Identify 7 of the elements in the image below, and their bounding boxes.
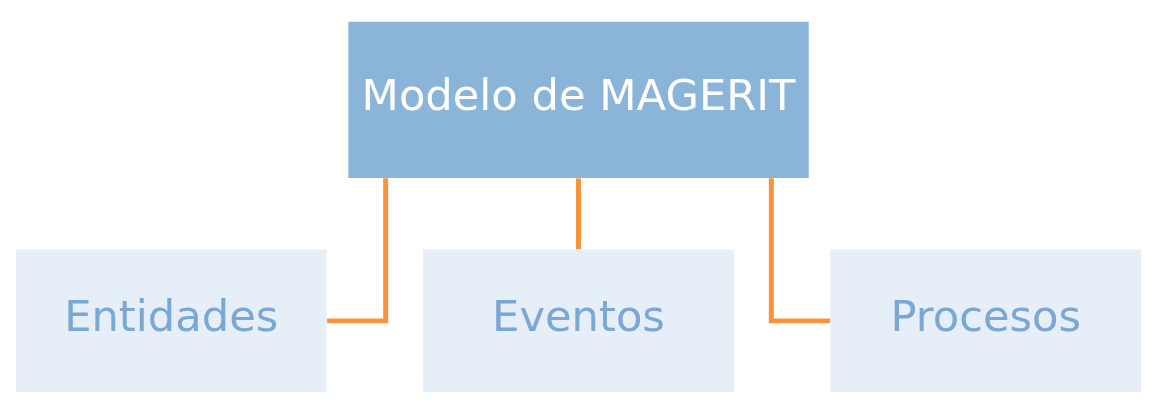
connector (768, 178, 830, 324)
node-box: Procesos (830, 249, 1142, 393)
node-box: Eventos (423, 249, 734, 393)
connector (576, 178, 581, 250)
node-box: Entidades (15, 249, 327, 393)
connector (327, 178, 389, 324)
node-box: Modelo de MAGERIT (348, 21, 809, 178)
